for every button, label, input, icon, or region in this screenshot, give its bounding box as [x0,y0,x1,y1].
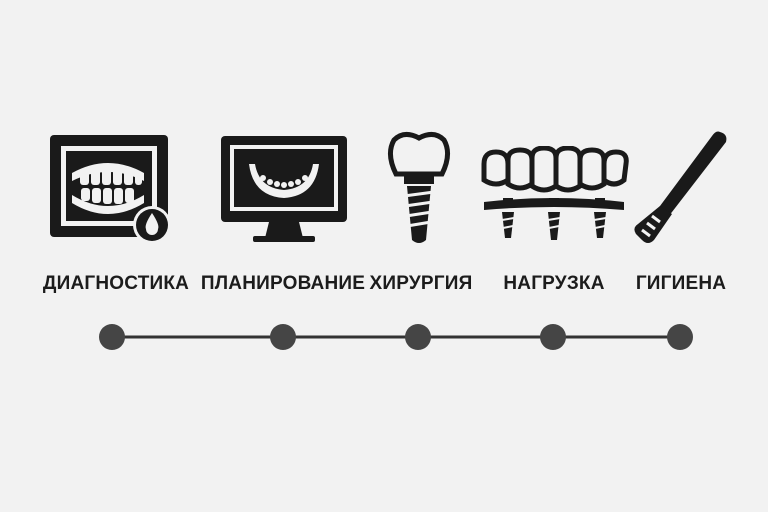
step-label-planning: ПЛАНИРОВАНИЕ [200,273,366,294]
dental-implant-icon [388,132,450,243]
step-label-hygiene: ГИГИЕНА [635,273,727,294]
timeline-dot-surgery [405,324,431,350]
step-label-diagnostics: ДИАГНОСТИКА [42,273,190,294]
monitor-jaw-scan-icon [221,136,347,242]
timeline-dot-hygiene [667,324,693,350]
implant-denture-icon [481,146,629,240]
step-label-loading: НАГРУЗКА [503,273,605,294]
timeline-dot-diagnostics [99,324,125,350]
xray-jaw-drop-icon [50,135,171,244]
timeline-dot-planning [270,324,296,350]
timeline-dot-loading [540,324,566,350]
step-label-surgery: ХИРУРГИЯ [369,273,473,294]
toothbrush-icon [634,131,727,243]
